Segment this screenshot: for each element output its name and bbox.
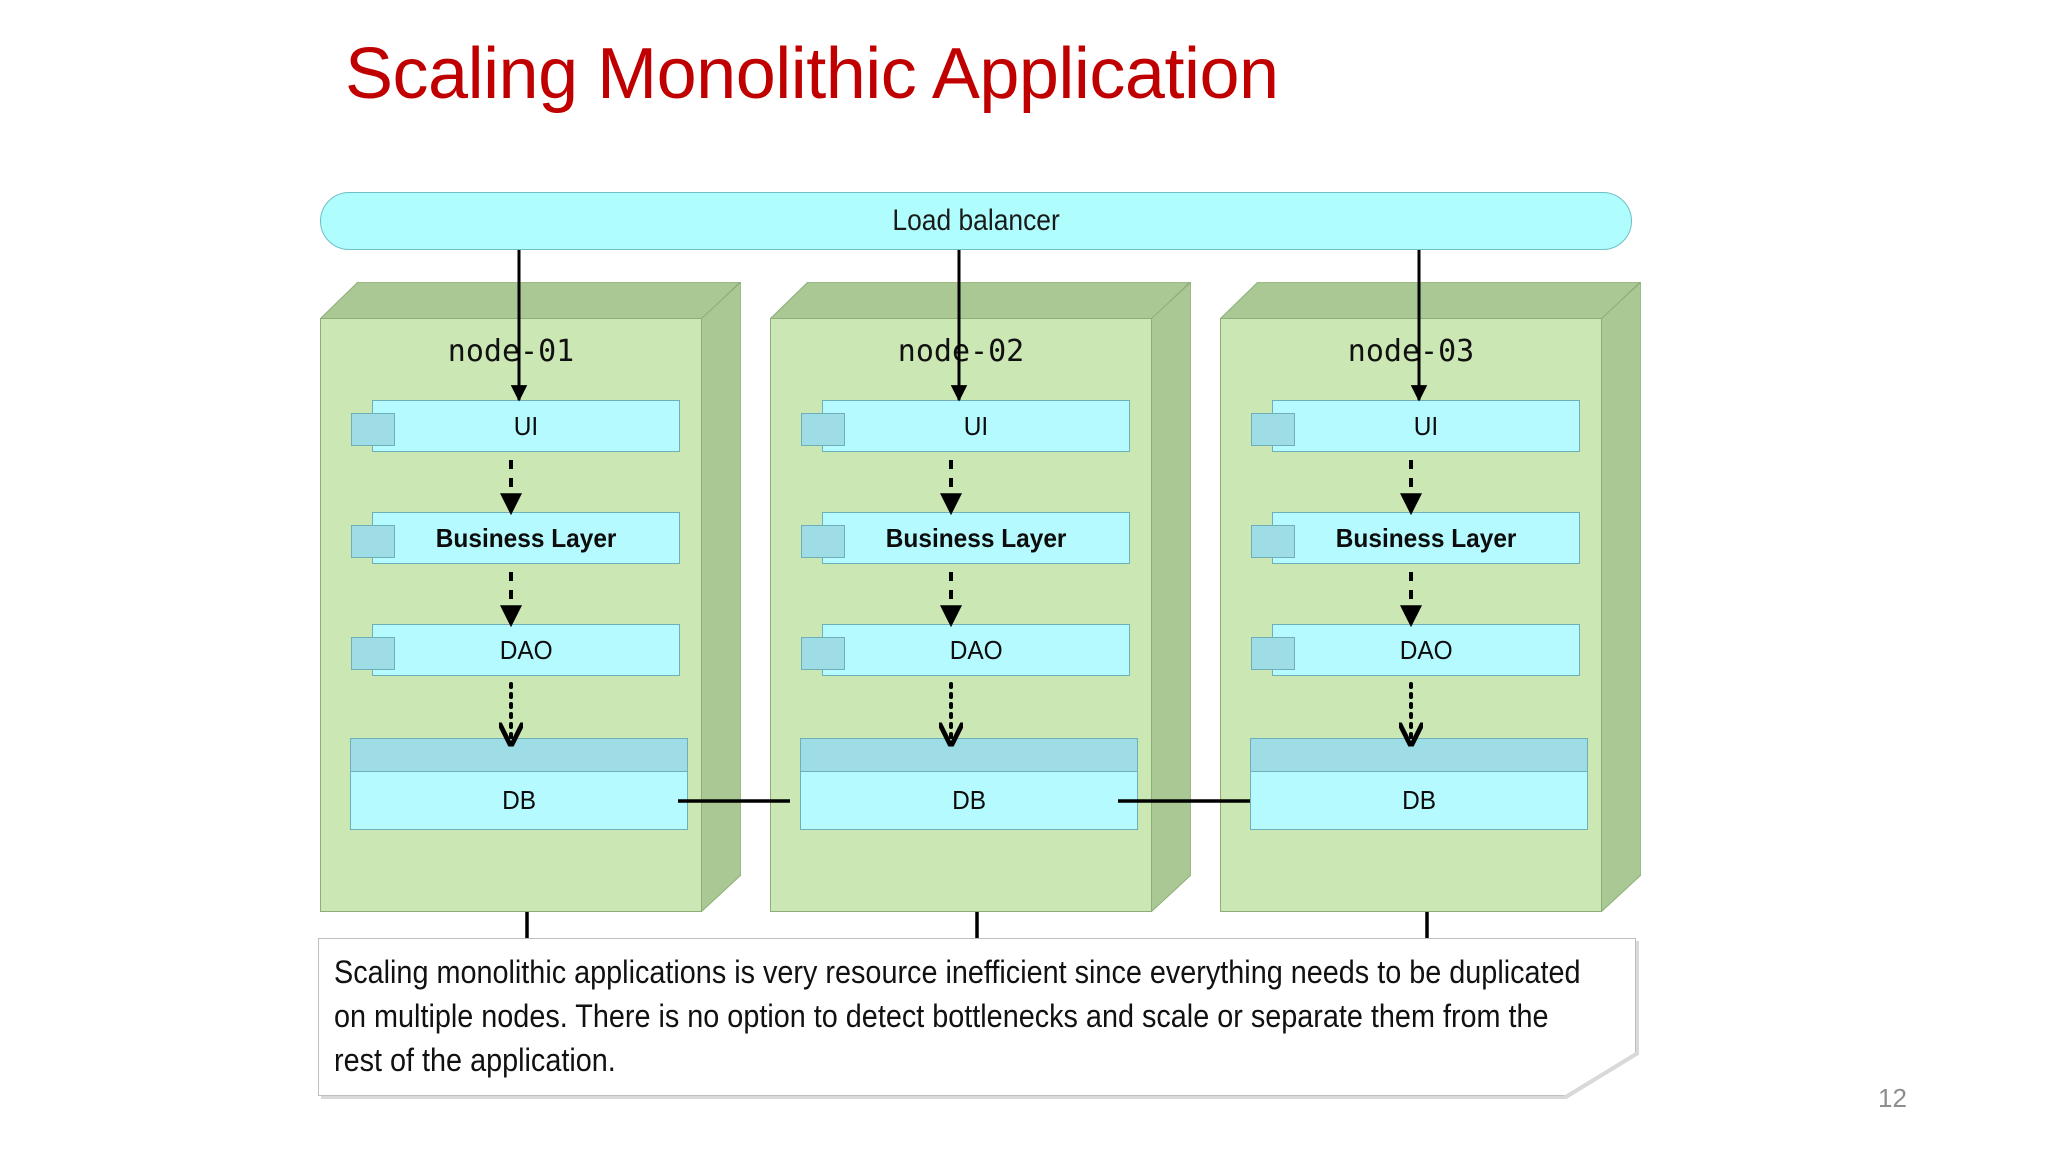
node-03-db-label: DB <box>1402 785 1436 815</box>
component-tab-icon <box>801 525 845 558</box>
node-03-ui-label: UI <box>1413 410 1439 441</box>
node-02-dao-label: DAO <box>949 634 1003 665</box>
node-01-component-db: DB <box>350 738 688 830</box>
node-03-label: node-03 <box>1347 334 1475 369</box>
load-balancer-label: Load balancer <box>892 204 1060 237</box>
node-01-ui-label: UI <box>513 410 539 441</box>
node-02-ui-label: UI <box>963 410 989 441</box>
db-body: DB <box>1251 772 1587 829</box>
component-tab-icon <box>801 413 845 446</box>
node-02-component-business-layer: Business Layer <box>801 512 1130 564</box>
node-03-component-business-layer: Business Layer <box>1251 512 1580 564</box>
node-02-component-ui: UI <box>801 400 1130 452</box>
node-01-dao-label: DAO <box>499 634 553 665</box>
node-02-business-label: Business Layer <box>885 522 1067 553</box>
component-tab-icon <box>1251 413 1295 446</box>
db-header-band <box>1251 739 1587 772</box>
db-body: DB <box>801 772 1137 829</box>
db-header-band <box>801 739 1137 772</box>
node-03-side-face <box>1601 282 1641 912</box>
node-box-02: node-02 UI Business Layer DAO DB <box>770 282 1191 912</box>
node-03-component-dao: DAO <box>1251 624 1580 676</box>
component-tab-icon <box>351 525 395 558</box>
node-02-component-db: DB <box>800 738 1138 830</box>
node-02-side-face <box>1151 282 1191 912</box>
node-02-component-dao: DAO <box>801 624 1130 676</box>
component-tab-icon <box>351 637 395 670</box>
node-03-dao-label: DAO <box>1399 634 1453 665</box>
component-tab-icon <box>801 637 845 670</box>
page-number: 12 <box>1878 1083 1907 1113</box>
node-02-label: node-02 <box>897 334 1025 369</box>
node-box-03: node-03 UI Business Layer DAO DB <box>1220 282 1641 912</box>
component-tab-icon <box>351 413 395 446</box>
node-03-component-db: DB <box>1250 738 1588 830</box>
node-01-db-label: DB <box>502 785 536 815</box>
db-header-band <box>351 739 687 772</box>
component-tab-icon <box>1251 637 1295 670</box>
node-01-business-label: Business Layer <box>435 522 617 553</box>
node-01-component-dao: DAO <box>351 624 680 676</box>
component-tab-icon <box>1251 525 1295 558</box>
node-03-top-face <box>1220 282 1640 319</box>
note-text: Scaling monolithic applications is very … <box>334 954 1581 1079</box>
node-01-side-face <box>701 282 741 912</box>
node-01-top-face <box>320 282 740 319</box>
note-box <box>318 938 1636 1096</box>
node-01-label: node-01 <box>447 334 575 369</box>
node-03-component-ui: UI <box>1251 400 1580 452</box>
node-02-db-label: DB <box>952 785 986 815</box>
node-box-01: node-01 UI Business Layer DAO DB <box>320 282 741 912</box>
node-02-top-face <box>770 282 1190 319</box>
node-01-component-ui: UI <box>351 400 680 452</box>
node-03-business-label: Business Layer <box>1335 522 1517 553</box>
db-body: DB <box>351 772 687 829</box>
node-01-component-business-layer: Business Layer <box>351 512 680 564</box>
load-balancer-box: Load balancer <box>320 192 1632 250</box>
page-title: Scaling Monolithic Application <box>345 34 1279 114</box>
